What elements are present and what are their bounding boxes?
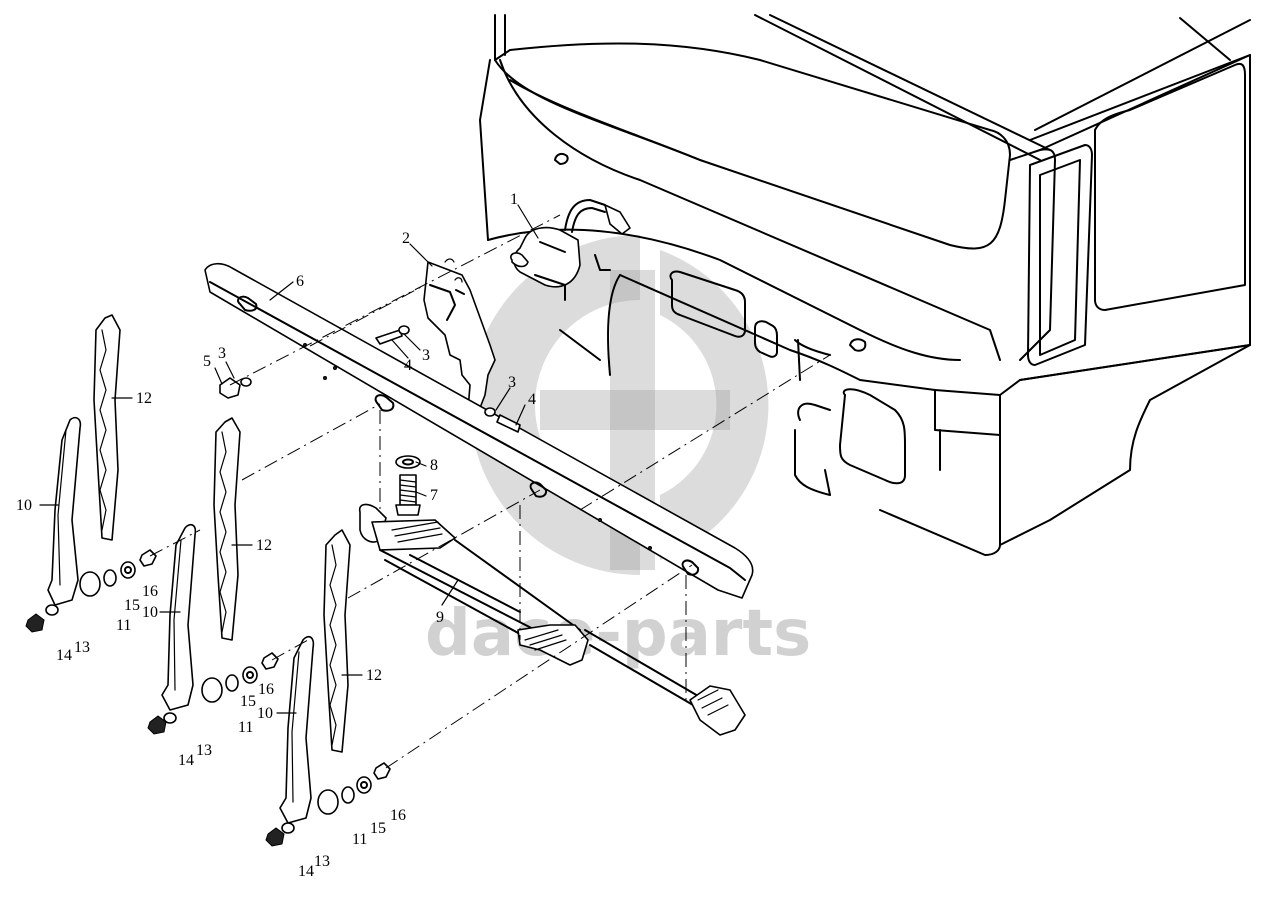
label-4b: 4	[528, 391, 536, 408]
label-5: 5	[203, 353, 211, 370]
watermark-text: dace-parts	[425, 597, 811, 671]
label-15c: 15	[370, 820, 386, 837]
label-1: 1	[510, 191, 518, 208]
label-14a: 14	[56, 647, 72, 664]
label-10a: 10	[16, 497, 32, 514]
wiper-linkage	[358, 503, 746, 736]
wiper-blade-2	[213, 417, 241, 641]
label-16c: 16	[390, 807, 406, 824]
truck-cab	[479, 14, 1251, 556]
label-11a: 11	[116, 617, 131, 634]
label-12c: 12	[366, 667, 382, 684]
label-4a: 4	[404, 357, 412, 374]
wiper-blade-1	[93, 314, 121, 541]
label-11c: 11	[352, 831, 367, 848]
callout-labels: 1 2 3 3 3 4 4 5 6 7 8 9 10 10 10 11 11 1…	[16, 191, 536, 880]
label-13c: 13	[314, 853, 330, 870]
hardware-set-2	[147, 652, 279, 735]
label-3c: 3	[508, 374, 516, 391]
motor-bracket	[423, 258, 496, 414]
label-3a: 3	[218, 345, 226, 362]
wiper-arm-2	[161, 523, 197, 711]
label-12b: 12	[256, 537, 272, 554]
label-6: 6	[296, 273, 304, 290]
label-13b: 13	[196, 742, 212, 759]
label-9: 9	[436, 609, 444, 626]
label-14c: 14	[298, 863, 314, 880]
label-16b: 16	[258, 681, 274, 698]
label-8: 8	[430, 457, 438, 474]
bolt-and-washer	[395, 455, 421, 516]
wiper-arm-3	[279, 635, 315, 824]
label-12a: 12	[136, 390, 152, 407]
leader-lines	[39, 204, 539, 714]
wiper-motor	[510, 199, 631, 301]
label-15a: 15	[124, 597, 140, 614]
label-11b: 11	[238, 719, 253, 736]
label-7: 7	[430, 487, 438, 504]
label-16a: 16	[142, 583, 158, 600]
hardware-set-1	[25, 549, 157, 633]
label-10c: 10	[257, 705, 273, 722]
label-14b: 14	[178, 752, 194, 769]
label-10b: 10	[142, 604, 158, 621]
hardware-set-3	[265, 762, 391, 847]
assembly-lines	[149, 214, 831, 769]
wiper-blade-3	[323, 529, 351, 753]
label-15b: 15	[240, 693, 256, 710]
label-2: 2	[402, 230, 410, 247]
label-3b: 3	[422, 347, 430, 364]
cross-beam	[204, 262, 754, 599]
label-13a: 13	[74, 639, 90, 656]
wiper-arm-1	[47, 416, 82, 606]
